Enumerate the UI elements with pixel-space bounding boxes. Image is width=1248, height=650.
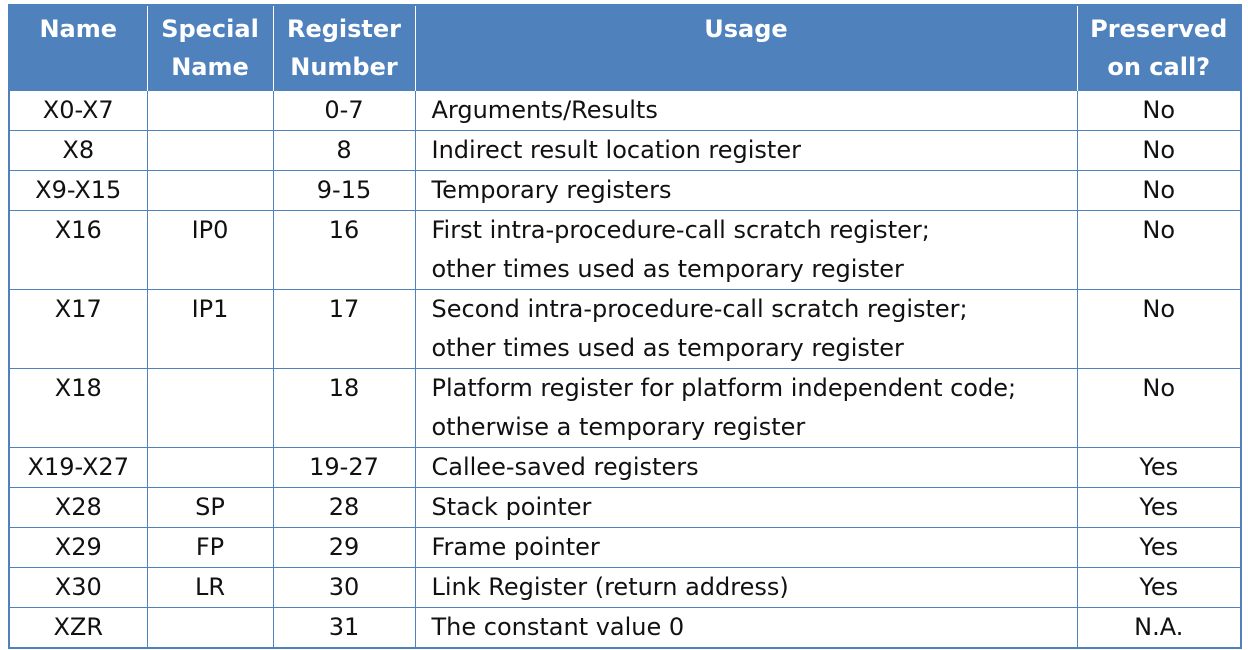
header-name: Name (9, 5, 148, 91)
usage-cell: The constant value 0 (414, 607, 1078, 649)
register-number-cell: 31 (272, 607, 416, 649)
preserved-cell: No (1076, 289, 1242, 369)
preserved-cell: No (1076, 170, 1242, 211)
preserved-cell: N.A. (1076, 607, 1242, 649)
preserved-cell: Yes (1076, 487, 1242, 528)
header-preserved-on-call: Preserved on call? (1076, 5, 1241, 91)
register-name-cell: X16 (8, 210, 148, 290)
preserved-cell: Yes (1076, 527, 1242, 568)
usage-cell: Second intra-procedure-call scratch regi… (414, 289, 1078, 369)
header-register-line1: Register (286, 15, 402, 43)
special-name-cell (146, 170, 274, 211)
register-number-cell: 8 (272, 130, 416, 171)
header-usage-label: Usage (704, 15, 788, 43)
header-usage: Usage (414, 5, 1078, 91)
preserved-cell: No (1076, 130, 1242, 171)
register-name-cell: X17 (8, 289, 148, 369)
special-name-cell (146, 90, 274, 131)
header-preserved-line1: Preserved (1090, 15, 1228, 43)
register-number-cell: 16 (272, 210, 416, 290)
table-row: X29 FP 29 Frame pointer Yes (8, 527, 1242, 568)
usage-line: Indirect result location register (431, 136, 801, 164)
preserved-cell: No (1076, 90, 1242, 131)
header-preserved-line2: on call? (1107, 53, 1211, 81)
usage-cell: Indirect result location register (414, 130, 1078, 171)
register-name-cell: X8 (8, 130, 148, 171)
register-name-cell: X28 (8, 487, 148, 528)
usage-cell: Link Register (return address) (414, 567, 1078, 608)
register-name-cell: XZR (8, 607, 148, 649)
preserved-cell: Yes (1076, 567, 1242, 608)
table-row: X19-X27 19-27 Callee-saved registers Yes (8, 447, 1242, 488)
register-number-cell: 18 (272, 368, 416, 448)
table-row: X18 18 Platform register for platform in… (8, 368, 1242, 448)
header-special-name: Special Name (146, 5, 274, 91)
register-number-cell: 19-27 (272, 447, 416, 488)
register-name-cell: X9-X15 (8, 170, 148, 211)
usage-cell: Temporary registers (414, 170, 1078, 211)
register-table: Name Special Name Register Number Usage … (8, 4, 1242, 649)
usage-line: First intra-procedure-call scratch regis… (431, 216, 930, 244)
table-header: Name Special Name Register Number Usage … (9, 5, 1241, 91)
usage-cell: Frame pointer (414, 527, 1078, 568)
register-number-cell: 28 (272, 487, 416, 528)
header-register-number: Register Number (272, 5, 416, 91)
register-number-cell: 30 (272, 567, 416, 608)
table-row: X30 LR 30 Link Register (return address)… (8, 567, 1242, 608)
usage-line: Callee-saved registers (431, 453, 699, 481)
table-row: X8 8 Indirect result location register N… (8, 130, 1242, 171)
register-number-cell: 29 (272, 527, 416, 568)
special-name-cell: SP (146, 487, 274, 528)
special-name-cell (146, 447, 274, 488)
usage-line: Arguments/Results (431, 96, 658, 124)
preserved-cell: Yes (1076, 447, 1242, 488)
usage-line: Link Register (return address) (431, 573, 789, 601)
register-number-cell: 17 (272, 289, 416, 369)
usage-cell: Callee-saved registers (414, 447, 1078, 488)
header-row: Name Special Name Register Number Usage … (9, 5, 1241, 91)
register-name-cell: X0-X7 (8, 90, 148, 131)
table-row: X0-X7 0-7 Arguments/Results No (8, 90, 1242, 131)
usage-cell: Platform register for platform independe… (414, 368, 1078, 448)
register-name-cell: X18 (8, 368, 148, 448)
usage-line: Second intra-procedure-call scratch regi… (431, 295, 968, 323)
table-row: X16 IP0 16 First intra-procedure-call sc… (8, 210, 1242, 290)
table-row: X28 SP 28 Stack pointer Yes (8, 487, 1242, 528)
usage-line: other times used as temporary register (431, 334, 904, 362)
preserved-cell: No (1076, 368, 1242, 448)
usage-cell: Stack pointer (414, 487, 1078, 528)
preserved-cell: No (1076, 210, 1242, 290)
special-name-cell (146, 130, 274, 171)
register-name-cell: X19-X27 (8, 447, 148, 488)
special-name-cell: FP (146, 527, 274, 568)
usage-line: The constant value 0 (431, 613, 685, 641)
usage-cell: Arguments/Results (414, 90, 1078, 131)
usage-line: Temporary registers (431, 176, 672, 204)
table-row: X17 IP1 17 Second intra-procedure-call s… (8, 289, 1242, 369)
usage-line: Frame pointer (431, 533, 600, 561)
table-row: X9-X15 9-15 Temporary registers No (8, 170, 1242, 211)
header-special-line2: Name (171, 53, 249, 81)
header-register-line2: Number (290, 53, 398, 81)
header-name-label: Name (39, 15, 118, 43)
register-number-cell: 9-15 (272, 170, 416, 211)
usage-line: Stack pointer (431, 493, 592, 521)
special-name-cell (146, 368, 274, 448)
special-name-cell: IP0 (146, 210, 274, 290)
usage-cell: First intra-procedure-call scratch regis… (414, 210, 1078, 290)
usage-line: other times used as temporary register (431, 255, 904, 283)
table-row: XZR 31 The constant value 0 N.A. (8, 607, 1242, 649)
table-body: X0-X7 0-7 Arguments/Results No X8 8 Indi… (8, 90, 1242, 649)
register-number-cell: 0-7 (272, 90, 416, 131)
special-name-cell (146, 607, 274, 649)
register-name-cell: X29 (8, 527, 148, 568)
register-name-cell: X30 (8, 567, 148, 608)
usage-line: otherwise a temporary register (431, 413, 806, 441)
header-special-line1: Special (161, 15, 259, 43)
usage-line: Platform register for platform independe… (431, 374, 1017, 402)
special-name-cell: IP1 (146, 289, 274, 369)
special-name-cell: LR (146, 567, 274, 608)
